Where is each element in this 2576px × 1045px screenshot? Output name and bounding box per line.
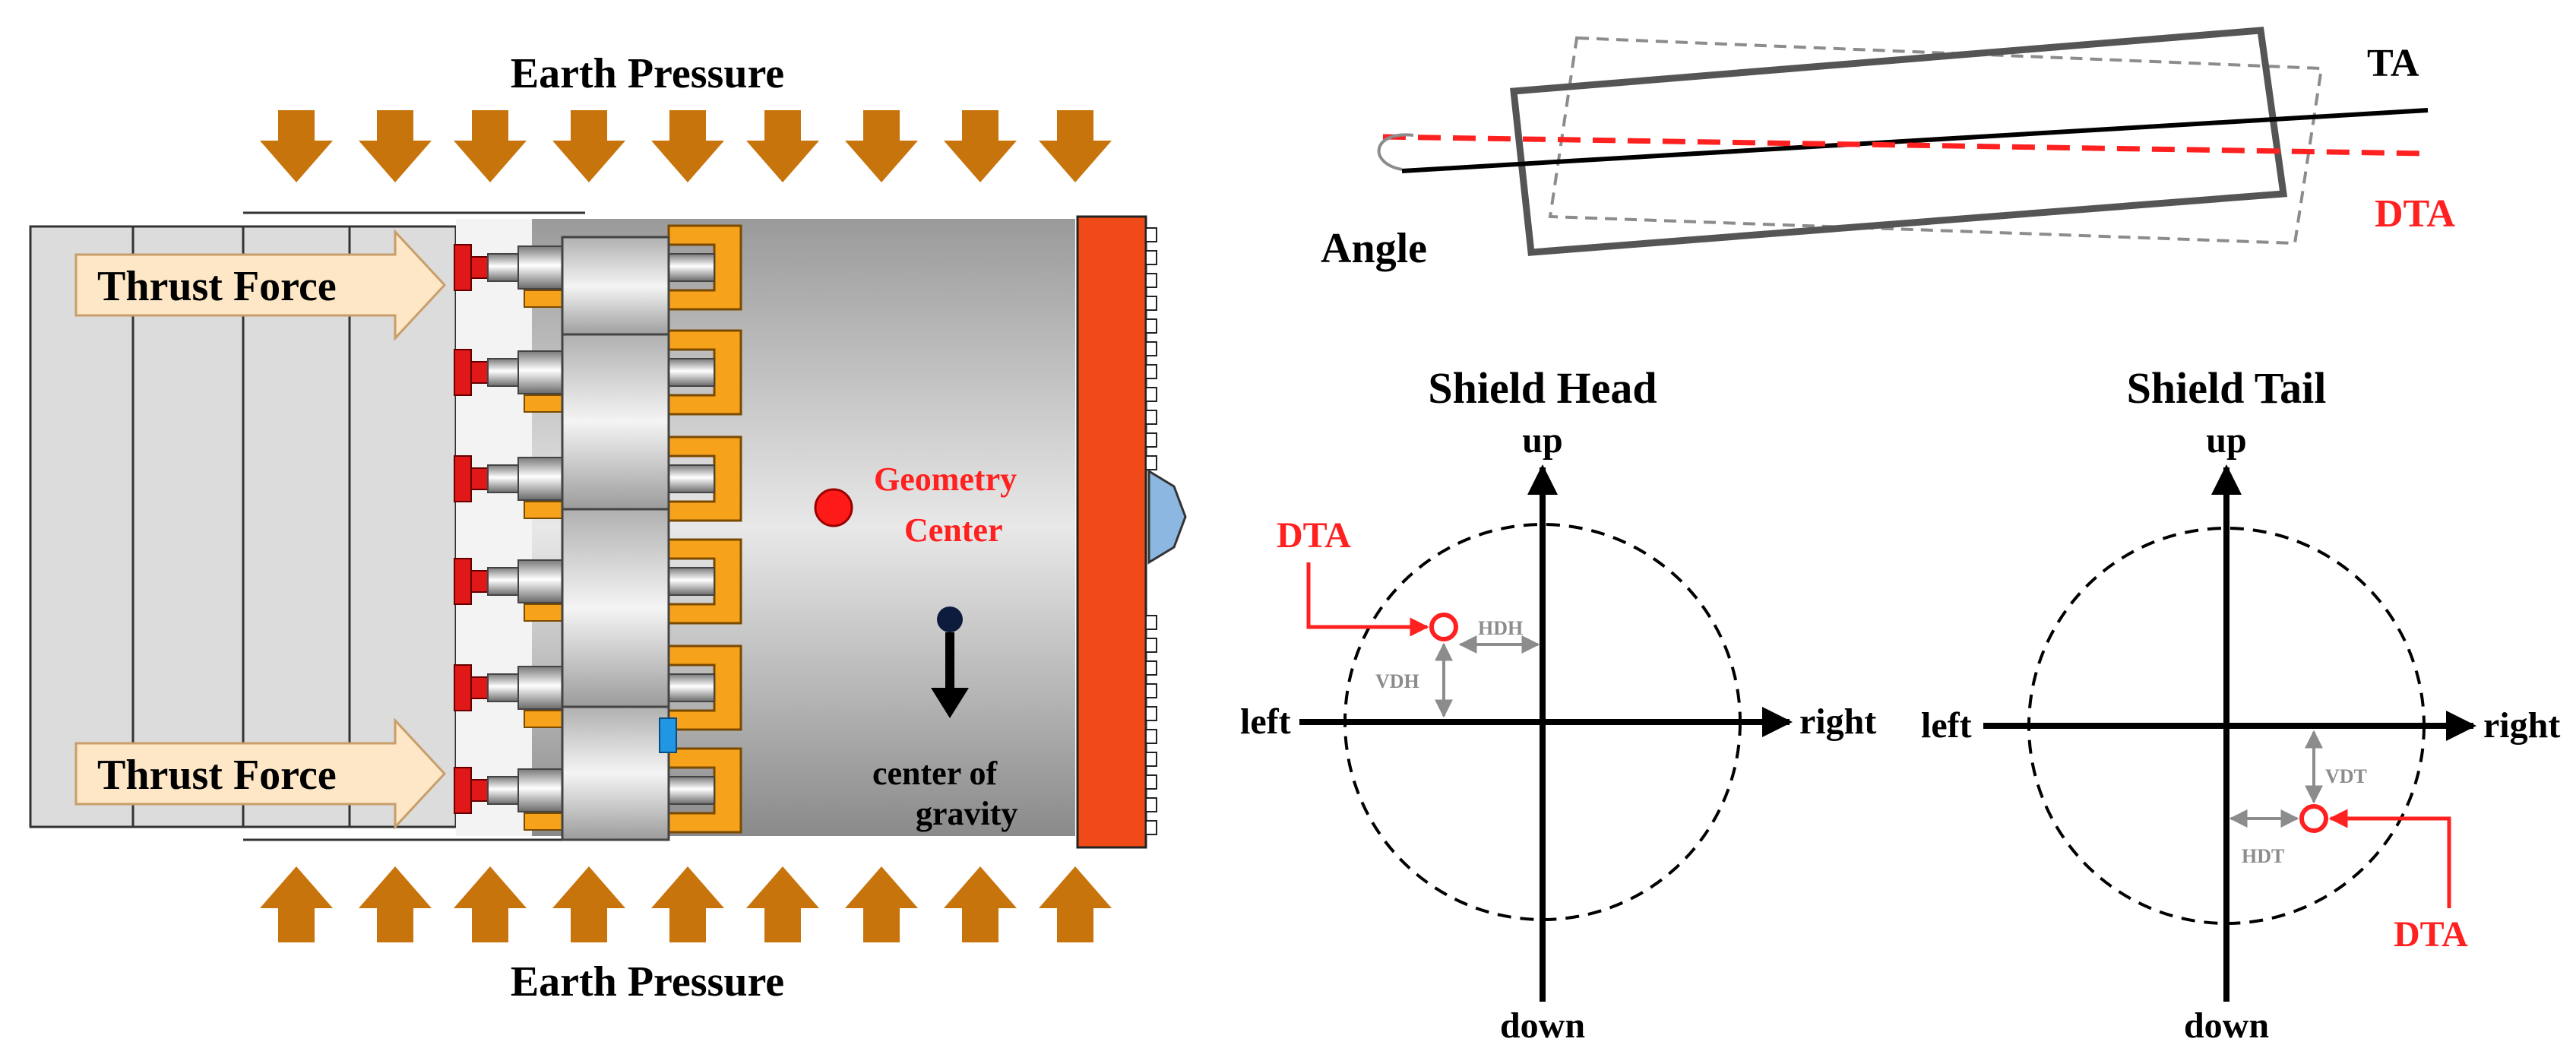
shield-tail-diagram: Shield Tail up down left right DTA HDT V…	[1921, 363, 2560, 1045]
cutter-tool-icon	[1147, 469, 1187, 565]
thrust-force-label-top: Thrust Force	[97, 263, 337, 310]
thrust-cylinder	[561, 236, 670, 337]
thrust-force-arrow-bottom: Thrust Force	[74, 717, 447, 830]
center-of-gravity-label-1: center of	[872, 755, 998, 792]
earth-pressure-up-arrow-icon	[746, 866, 819, 942]
shield-outline-dashed	[1548, 36, 2324, 245]
shield-tail-vdt-label: VDT	[2325, 765, 2367, 787]
earth-pressure-up-arrow-icon	[359, 866, 432, 942]
ta-label: TA	[2367, 42, 2419, 85]
shield-body	[456, 219, 1075, 836]
earth-pressure-up-arrow-icon	[651, 866, 724, 942]
shield-head-dta-point	[1429, 613, 1458, 641]
cutter-tooth	[1145, 455, 1157, 470]
shield-head-title: Shield Head	[1428, 363, 1657, 413]
cutter-tooth	[1145, 706, 1157, 721]
shield-tail-dta-label: DTA	[2394, 914, 2468, 955]
shield-head-right: right	[1799, 701, 1876, 742]
earth-pressure-title-bottom: Earth Pressure	[511, 958, 784, 1005]
shield-tail-down: down	[2184, 1005, 2269, 1045]
earth-pressure-down-arrow-icon	[454, 110, 527, 182]
thrust-force-arrow-top: Thrust Force	[74, 229, 447, 341]
thrust-cylinder	[561, 705, 670, 841]
cutter-tooth	[1145, 341, 1157, 356]
shield-tail-white	[456, 219, 532, 836]
earth-pressure-title-top: Earth Pressure	[511, 50, 784, 97]
shield-machine-diagram: Geometry Center center of gravity Thrust…	[29, 50, 1187, 1005]
earth-pressure-up-arrow-icon	[260, 866, 333, 942]
cutter-tooth	[1145, 227, 1157, 242]
cutter-tooth	[1145, 774, 1157, 790]
sensor-block	[659, 717, 677, 753]
angle-arc	[1377, 133, 1414, 171]
cutter-tooth	[1145, 387, 1157, 402]
earth-pressure-up-arrow-icon	[552, 866, 625, 942]
cutter-tooth	[1145, 296, 1157, 311]
earth-pressure-arrows-top	[260, 110, 1112, 182]
cutter-tooth	[1145, 410, 1157, 425]
cutter-tooth	[1145, 729, 1157, 744]
shield-head-diagram: Shield Head up down left right DTA HDH V…	[1240, 363, 1876, 1045]
shield-tail-dta-pointer	[2328, 809, 2451, 908]
earth-pressure-down-arrow-icon	[651, 110, 724, 182]
cutter-tooth	[1145, 660, 1157, 676]
shield-tail-hdt-label: HDT	[2242, 845, 2284, 867]
cutter-tooth	[1145, 250, 1157, 265]
center-of-gravity-marker	[931, 606, 969, 718]
earth-pressure-down-arrow-icon	[552, 110, 625, 182]
thrust-jacks	[454, 224, 742, 841]
cutter-tooth	[1145, 615, 1157, 630]
earth-pressure-down-arrow-icon	[260, 110, 333, 182]
shield-head-left: left	[1240, 701, 1291, 742]
lining-segments	[29, 211, 585, 841]
earth-pressure-up-arrow-icon	[1039, 866, 1112, 942]
shield-head-hdh-label: HDH	[1478, 617, 1523, 639]
earth-pressure-up-arrow-icon	[454, 866, 527, 942]
shield-tail-title: Shield Tail	[2127, 363, 2327, 413]
ta-line	[1401, 108, 2429, 173]
shield-tail-up: up	[2206, 420, 2246, 461]
geometry-center-label-1: Geometry	[874, 461, 1017, 498]
geometry-center-label-2: Center	[904, 511, 1003, 549]
shield-outline-solid	[1510, 27, 2288, 256]
shield-tail-dta-point	[2299, 804, 2328, 833]
cutter-tooth	[1145, 638, 1157, 653]
cutter-tooth	[1145, 432, 1157, 448]
shield-head-down: down	[1500, 1005, 1585, 1045]
cutter-tooth	[1145, 683, 1157, 698]
earth-pressure-down-arrow-icon	[944, 110, 1017, 182]
cutter-tooth	[1145, 752, 1157, 767]
earth-pressure-arrows-bottom	[260, 866, 1112, 942]
cutter-tooth	[1145, 318, 1157, 334]
thrust-cylinder	[561, 508, 670, 708]
earth-pressure-up-arrow-icon	[944, 866, 1017, 942]
shield-tail-right: right	[2483, 705, 2560, 746]
cutter-head	[1076, 215, 1187, 849]
dta-label-top: DTA	[2375, 192, 2455, 236]
center-of-gravity-label-2: gravity	[916, 795, 1017, 832]
cutter-tooth	[1145, 273, 1157, 288]
thrust-cylinder	[561, 333, 670, 511]
earth-pressure-down-arrow-icon	[845, 110, 918, 182]
thrust-force-label-bottom: Thrust Force	[97, 752, 337, 799]
shield-head-dta-pointer	[1306, 562, 1429, 637]
geometry-center-dot	[814, 488, 853, 527]
angle-label: Angle	[1321, 225, 1427, 272]
earth-pressure-down-arrow-icon	[746, 110, 819, 182]
earth-pressure-down-arrow-icon	[359, 110, 432, 182]
shield-head-up: up	[1522, 420, 1562, 461]
earth-pressure-up-arrow-icon	[845, 866, 918, 942]
shield-head-vdh-label: VDH	[1375, 670, 1419, 692]
cutter-tooth	[1145, 797, 1157, 812]
shield-head-dta-label: DTA	[1277, 515, 1351, 556]
cutter-tooth	[1145, 820, 1157, 835]
cutter-tooth	[1145, 364, 1157, 379]
shield-tail-left: left	[1921, 705, 1972, 746]
earth-pressure-down-arrow-icon	[1039, 110, 1112, 182]
axis-deviation-diagram: TA DTA Angle	[1321, 27, 2455, 272]
